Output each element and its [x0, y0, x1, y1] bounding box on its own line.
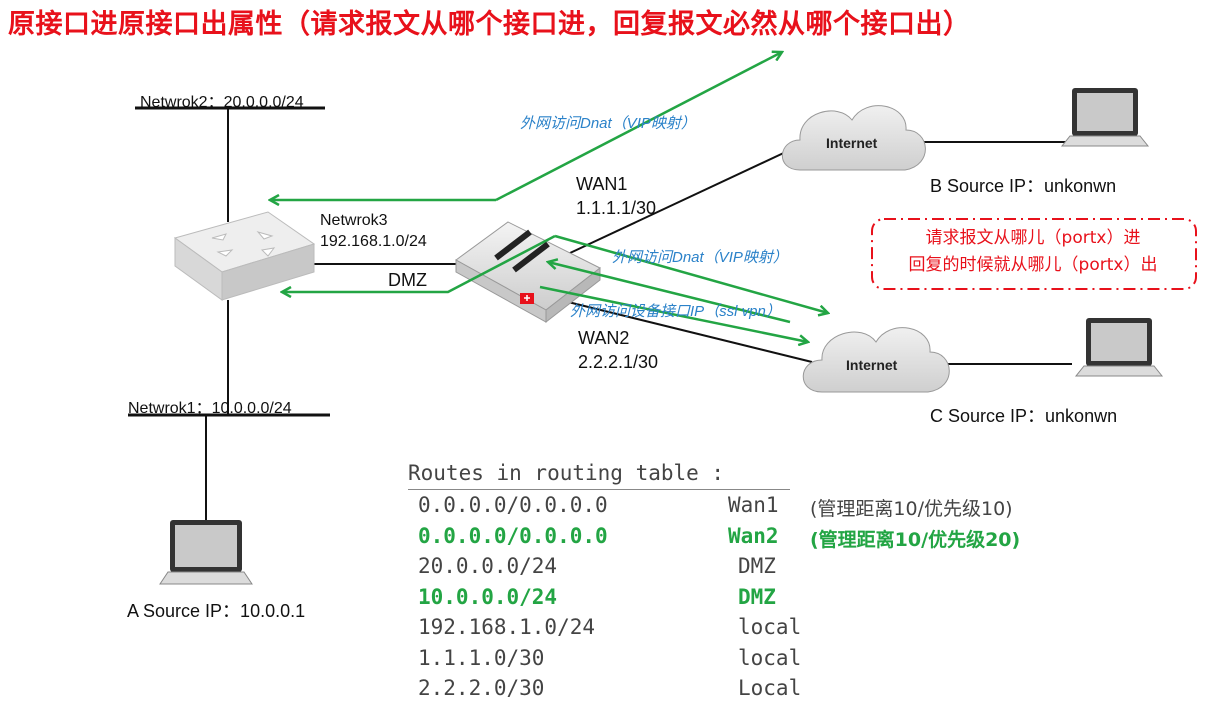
route-interface: DMZ: [738, 554, 776, 578]
route-interface: local: [738, 615, 802, 639]
note-border: [871, 218, 1197, 290]
network1-label: Netwrok1：10.0.0.0/24: [128, 400, 292, 417]
link-wan2: [559, 299, 813, 363]
note-line2: 回复的时候就从哪儿（portx）出: [908, 255, 1158, 275]
routing-table-divider: [408, 489, 790, 490]
route-dest: 0.0.0.0/0.0.0.0: [418, 523, 608, 548]
route-interface: local: [738, 645, 802, 670]
route-interface: DMZ: [738, 584, 776, 609]
route-dest: 10.0.0.0/24: [418, 584, 558, 609]
laptop-icon-c: [1074, 318, 1164, 377]
cloud-bottom-label: Internet: [846, 357, 898, 373]
route-metric: (管理距离10/优先级20): [810, 528, 1021, 551]
route-dest: 1.1.1.0/30: [418, 645, 545, 670]
route-metric: (管理距离10/优先级10): [810, 498, 1013, 520]
network2-label: Netwrok2：20.0.0.0/24: [140, 94, 304, 111]
note-line1: 请求报文从哪儿（portx）进: [925, 228, 1141, 248]
switch-icon: [173, 211, 316, 301]
flow-dnat-mid: [554, 234, 828, 313]
flow-dnat-mid-label: 外网访问Dnat（VIP映射）: [612, 249, 788, 266]
route-dest: 20.0.0.0/24: [418, 554, 558, 578]
network3-label: Netwrok3: [320, 212, 388, 229]
dmz-label: DMZ: [388, 270, 427, 290]
host-c-label: C Source IP：unkonwn: [930, 406, 1118, 426]
cloud-icon-top: [781, 105, 926, 171]
route-interface: Local: [738, 676, 802, 700]
link-wan1: [569, 149, 791, 254]
flow-dnat-top-out: [495, 52, 782, 202]
wan2-ip: 2.2.2.1/30: [578, 352, 659, 372]
route-interface: Wan2: [728, 523, 779, 548]
laptop-icon-a: [159, 520, 253, 585]
note-box: 请求报文从哪儿（portx）进 回复的时候就从哪儿（portx）出: [870, 219, 1196, 289]
network3-subnet: 192.168.1.0/24: [320, 233, 427, 250]
route-dest: 2.2.2.0/30: [418, 676, 545, 700]
host-b-label: B Source IP：unkonwn: [930, 176, 1117, 196]
host-a-label: A Source IP：10.0.0.1: [127, 601, 306, 621]
flow-arrows: [270, 52, 828, 342]
flow-ssl-vpn: [539, 285, 808, 342]
laptop-icon-b: [1060, 88, 1150, 147]
route-interface: Wan1: [728, 493, 779, 517]
flow-dmz-return: [282, 234, 556, 292]
wan2-label: WAN2: [578, 328, 630, 348]
wan1-ip: 1.1.1.1/30: [576, 198, 657, 218]
routing-table-header: Routes in routing table :: [408, 461, 725, 485]
flow-ssl-vpn-label: 外网访问设备接口IP（ssl vpn）: [570, 303, 781, 320]
cloud-icon-bottom: [802, 327, 950, 393]
wan1-label: WAN1: [576, 174, 628, 194]
route-dest: 0.0.0.0/0.0.0.0: [418, 493, 608, 517]
flow-ssl-vpn-back: [548, 262, 791, 324]
page-title: 原接口进原接口出属性（请求报文从哪个接口进，回复报文必然从哪个接口出）: [8, 9, 971, 40]
cloud-top-label: Internet: [826, 135, 878, 151]
route-dest: 192.168.1.0/24: [418, 615, 596, 639]
flow-dnat-top-label: 外网访问Dnat（VIP映射）: [520, 115, 696, 132]
